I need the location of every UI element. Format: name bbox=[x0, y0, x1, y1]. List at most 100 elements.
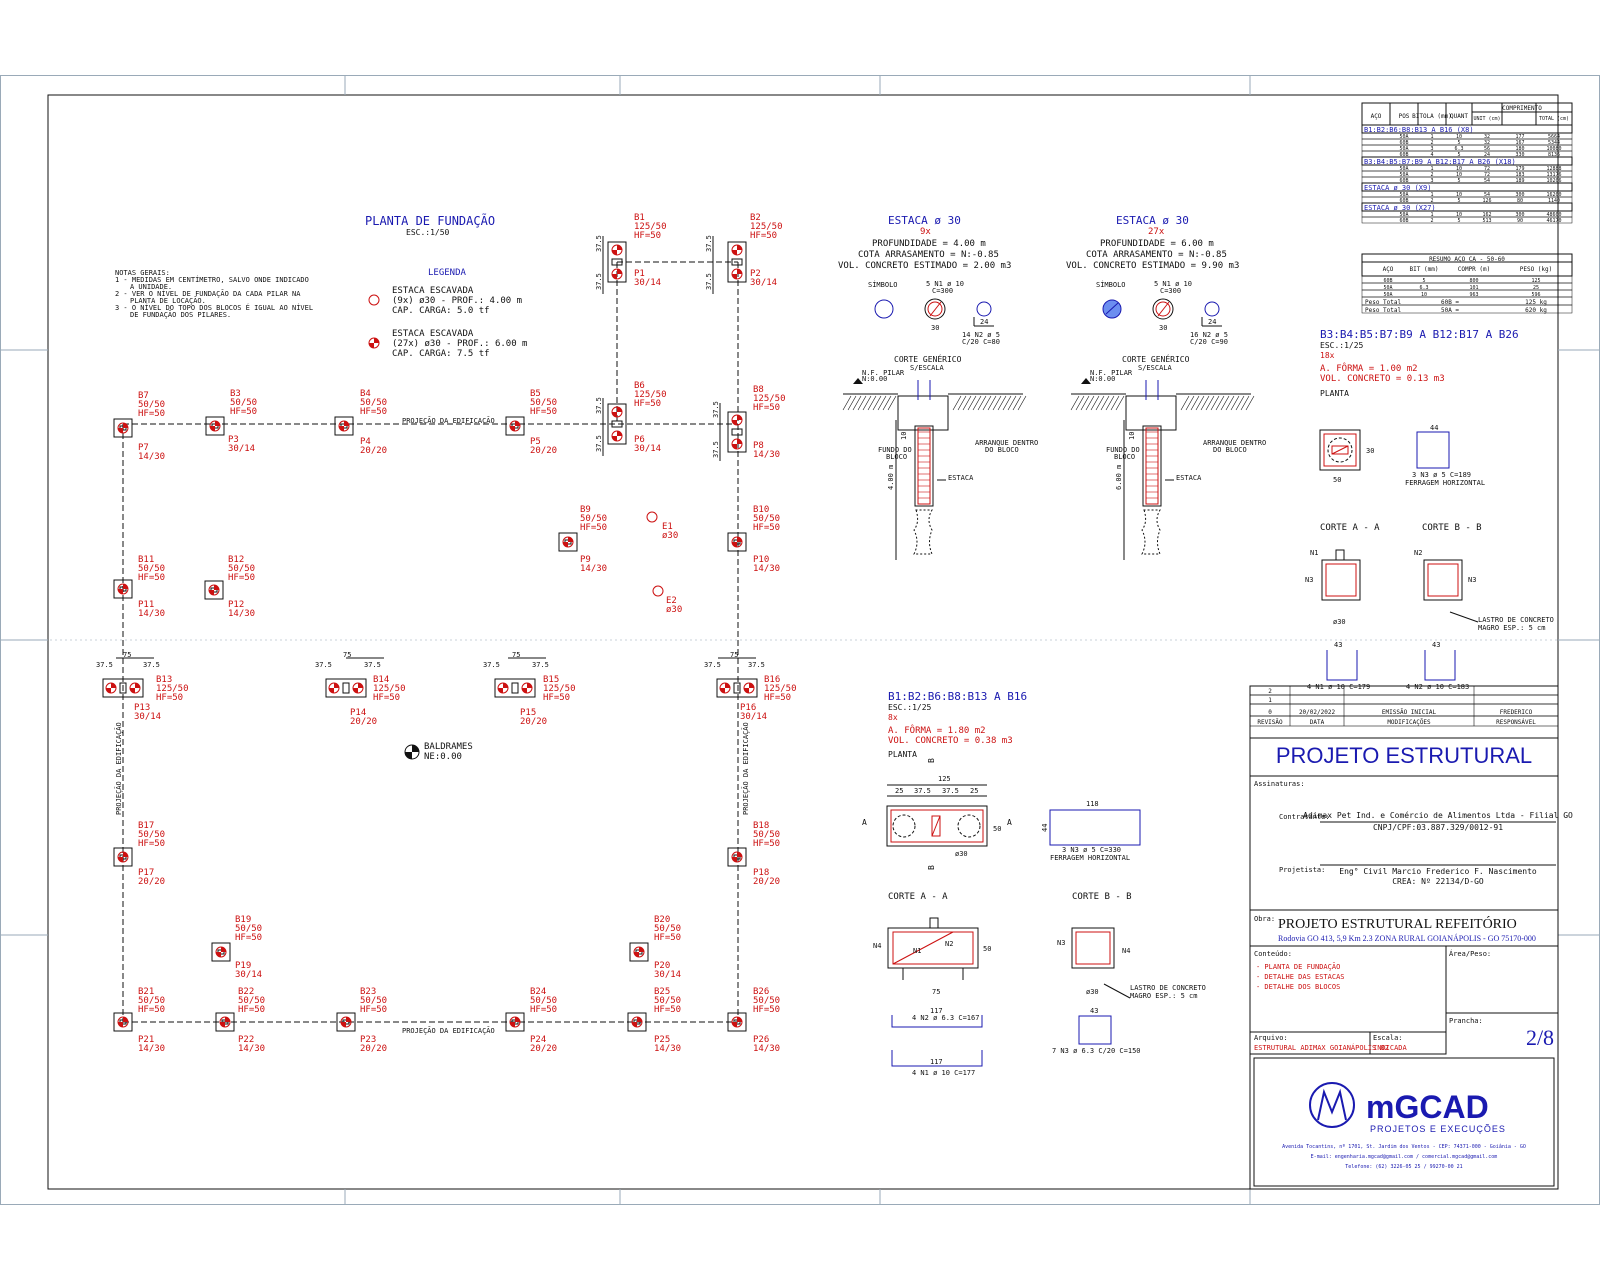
table-cell: 50A bbox=[1399, 172, 1408, 178]
block-name: B1 bbox=[634, 213, 645, 223]
pile-circle-icon bbox=[957, 814, 981, 838]
revision-cell: 1 bbox=[1268, 697, 1272, 704]
pile-label: ESTACA bbox=[948, 474, 974, 482]
dim-label: 37.5 bbox=[96, 661, 113, 669]
dim-label: 24 bbox=[980, 318, 988, 326]
rebar-callout: C=300 bbox=[1160, 287, 1181, 295]
block-name: B7 bbox=[138, 391, 149, 401]
designer-crea: CREA: Nº 22134/D-GO bbox=[1392, 877, 1484, 886]
pile-icon bbox=[631, 1016, 643, 1028]
block-height: HF=50 bbox=[654, 933, 681, 943]
block-b-qty: 18x bbox=[1320, 351, 1335, 360]
pillar-section: 20/20 bbox=[530, 446, 557, 456]
revision-header: RESPONSÁVEL bbox=[1496, 719, 1536, 726]
pile-e1-icon bbox=[646, 511, 658, 523]
pillar-section: 20/20 bbox=[360, 446, 387, 456]
block-name: B11 bbox=[138, 555, 154, 565]
section-mark-a: A bbox=[1007, 818, 1012, 827]
dim-label: 75 bbox=[343, 651, 351, 659]
dim-label: 37.5 bbox=[914, 787, 931, 795]
block-name: B3 bbox=[230, 389, 241, 399]
dim-label: 75 bbox=[730, 651, 738, 659]
dim-label: 30 bbox=[1366, 447, 1374, 455]
rebar-callout: 14 N2 ø 5 bbox=[962, 331, 1000, 339]
section-mark-b: B bbox=[927, 865, 936, 870]
table-cell: 60B bbox=[1399, 218, 1408, 224]
horizontal-rebar-shape bbox=[1049, 809, 1141, 846]
block-b-section-a: CORTE A - A bbox=[1320, 523, 1380, 533]
block-dims: 125/50 bbox=[634, 390, 667, 400]
block-a-planta: PLANTA bbox=[888, 750, 917, 759]
pile-cut-level: COTA ARRASAMENTO = N:-0.85 bbox=[858, 250, 999, 260]
horizontal-rebar-shape bbox=[1416, 431, 1450, 469]
table-cell: 1 bbox=[1430, 134, 1433, 140]
baldrames-label: BALDRAMES bbox=[424, 742, 473, 752]
table-cell: 50A bbox=[1399, 146, 1408, 152]
dim-label: 10 bbox=[1128, 432, 1136, 440]
client-label: Contratante: bbox=[1279, 813, 1330, 821]
work-label: Obra: bbox=[1254, 915, 1275, 923]
pillar-name: P8 bbox=[753, 441, 764, 451]
plan-title: PLANTA DE FUNDAÇÃO bbox=[365, 213, 495, 228]
block-height: HF=50 bbox=[634, 399, 661, 409]
block-dims: 50/50 bbox=[753, 830, 780, 840]
block-height: HF=50 bbox=[543, 693, 570, 703]
block-height: HF=50 bbox=[238, 1005, 265, 1015]
table-cell: 1 bbox=[1430, 192, 1433, 198]
company-logo-icon bbox=[1309, 1082, 1355, 1128]
dim-label: 43 bbox=[1334, 641, 1342, 649]
block-height: HF=50 bbox=[228, 573, 255, 583]
table-group-title: ESTACA ø 30 (X9) bbox=[1364, 184, 1431, 192]
summary-cell: 6.3 bbox=[1419, 285, 1428, 291]
pillar-name: P25 bbox=[654, 1035, 670, 1045]
table-cell: 8136 bbox=[1548, 152, 1560, 158]
block-dims: 50/50 bbox=[360, 398, 387, 408]
table-cell: 5664 bbox=[1548, 134, 1560, 140]
summary-header: PESO (kg) bbox=[1520, 266, 1553, 273]
pillar-section: 30/14 bbox=[634, 444, 661, 454]
block-height: HF=50 bbox=[654, 1005, 681, 1015]
table-cell: 50A bbox=[1399, 134, 1408, 140]
table-cell: 56 bbox=[1484, 146, 1490, 152]
block-height: HF=50 bbox=[138, 573, 165, 583]
block-dims: 50/50 bbox=[654, 924, 681, 934]
table-cell: 189 bbox=[1515, 178, 1524, 184]
designer-name: Eng° Civil Marcio Frederico F. Nasciment… bbox=[1339, 867, 1537, 876]
pillar-section: 14/30 bbox=[138, 1044, 165, 1054]
summary-cell: 10 bbox=[1421, 292, 1427, 298]
projection-label-left: PROJEÇÃO DA EDIFICAÇÃO bbox=[114, 722, 123, 815]
table-group-title: ESTACA ø 30 (X27) bbox=[1364, 204, 1436, 212]
pillar-name: P18 bbox=[753, 868, 769, 878]
frame-ticks bbox=[0, 75, 1600, 1204]
rebar-callout: 4 N1 ø 10 C=179 bbox=[1307, 683, 1370, 691]
block-section bbox=[897, 395, 949, 431]
table-cell: 167 bbox=[1515, 140, 1524, 146]
rebar-n2-shape bbox=[1424, 650, 1456, 681]
pile-qty: 9x bbox=[920, 227, 931, 237]
dim-label: 37.5 bbox=[712, 441, 720, 458]
revision-cell: EMISSÃO INICIAL bbox=[1382, 709, 1437, 716]
note-line: A UNIDADE. bbox=[130, 283, 172, 291]
block-outline bbox=[716, 678, 758, 698]
pillar-name: P26 bbox=[753, 1035, 769, 1045]
table-header: AÇO bbox=[1371, 113, 1382, 120]
pile-icon bbox=[117, 1016, 129, 1028]
pile-dimensions bbox=[116, 236, 756, 659]
block-height: HF=50 bbox=[138, 409, 165, 419]
block-bottom-label: FUNDO DO bbox=[1106, 446, 1140, 454]
block-outline bbox=[215, 1012, 235, 1032]
table-cell: 10080 bbox=[1546, 146, 1561, 152]
block-dims: 50/50 bbox=[654, 996, 681, 1006]
pile-icon bbox=[497, 682, 509, 694]
revision-header: DATA bbox=[1310, 719, 1325, 726]
summary-header: AÇO bbox=[1383, 266, 1394, 273]
company-tagline: PROJETOS E EXECUÇÕES bbox=[1370, 1124, 1506, 1134]
pillar-section: 30/14 bbox=[634, 278, 661, 288]
pile-icon bbox=[611, 430, 623, 442]
pile-icon bbox=[731, 1016, 743, 1028]
